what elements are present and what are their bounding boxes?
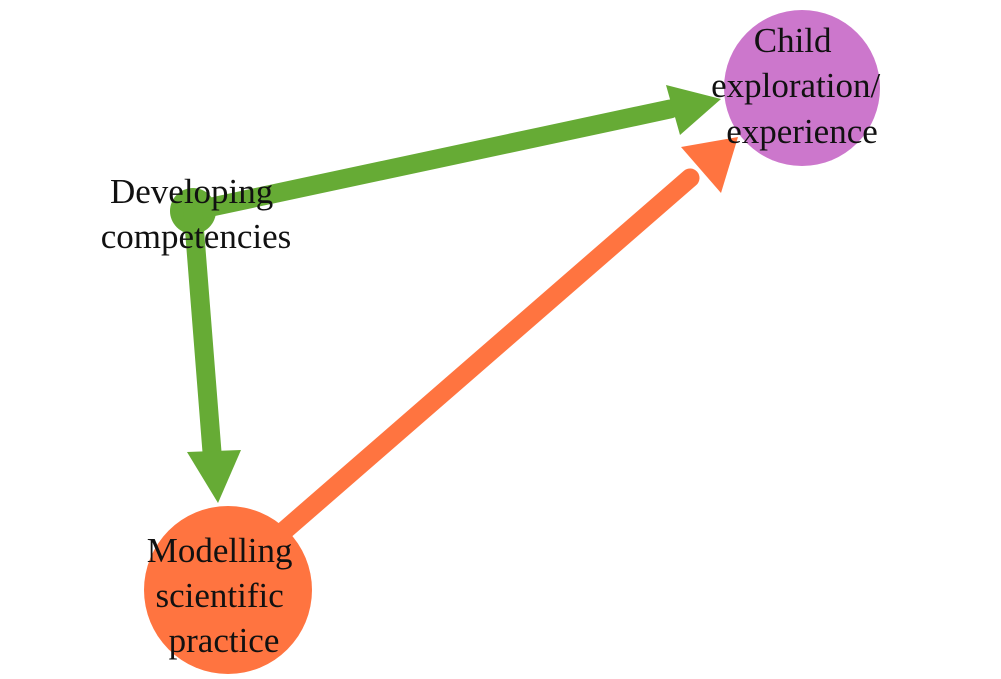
label-child-exploration: Child exploration/ experience [711,21,889,151]
edge-modelling-to-child-arrowhead [681,137,738,193]
edge-developing-to-modelling [183,201,222,462]
label-modelling-scientific-practice: Modelling scientific practice [147,531,302,660]
edge-developing-to-child [183,99,680,221]
label-developing-competencies: Developing competencies [101,172,291,256]
edge-developing-to-modelling-arrowhead [187,450,241,503]
node-modelling-scientific-practice[interactable] [144,506,312,674]
edge-developing-to-child-arrowhead [666,85,721,135]
node-child-exploration[interactable] [724,10,880,166]
edge-modelling-to-child [275,168,700,540]
